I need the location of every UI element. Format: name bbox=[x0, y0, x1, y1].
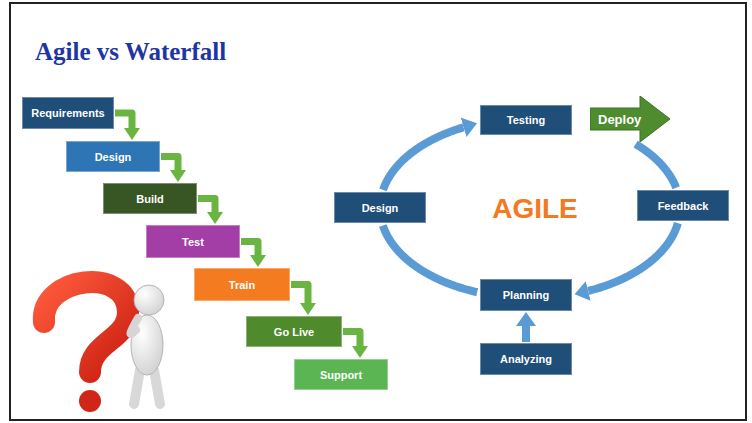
waterfall-arrow bbox=[198, 199, 215, 213]
figure-arm bbox=[130, 318, 138, 334]
waterfall-step: Requirements bbox=[22, 97, 114, 129]
node-text: Go Live bbox=[274, 326, 314, 338]
waterfall-step: Design bbox=[66, 141, 160, 172]
node-text: Deploy bbox=[598, 112, 641, 127]
diagram-title: Agile vs Waterfall bbox=[35, 38, 226, 66]
cycle-arrow bbox=[522, 326, 530, 342]
node-text: Test bbox=[182, 236, 204, 248]
figure-body bbox=[131, 315, 163, 375]
waterfall-step: Support bbox=[294, 359, 388, 390]
agile-step: Design bbox=[334, 192, 426, 223]
frame-border bbox=[10, 3, 746, 420]
waterfall-step: Go Live bbox=[246, 316, 342, 347]
center-label: AGILE bbox=[492, 193, 578, 225]
node-text: Planning bbox=[503, 289, 549, 301]
deploy-arrow: Deploy bbox=[590, 96, 670, 142]
node-text: Testing bbox=[507, 114, 545, 126]
question-mark bbox=[44, 282, 128, 372]
waterfall-arrow bbox=[115, 113, 132, 128]
deploy-arrow-body bbox=[590, 96, 670, 142]
thinking-figure bbox=[130, 285, 164, 404]
figure-leg bbox=[154, 370, 160, 404]
figure-leg bbox=[134, 370, 140, 404]
agile-step: Feedback bbox=[637, 190, 729, 221]
cycle-arrow bbox=[383, 127, 464, 190]
node-text: Feedback bbox=[658, 200, 709, 212]
waterfall-step: Train bbox=[194, 268, 290, 301]
waterfall-arrow bbox=[343, 332, 360, 347]
question-mark-dot bbox=[79, 390, 101, 412]
node-text: Support bbox=[320, 369, 362, 381]
node-text: Design bbox=[362, 202, 399, 214]
node-text: Requirements bbox=[31, 107, 104, 119]
figure-head bbox=[134, 285, 164, 315]
waterfall-step: Build bbox=[103, 183, 197, 214]
agile-step: Testing bbox=[480, 105, 572, 135]
agile-step: Analyzing bbox=[480, 343, 572, 375]
cycle-arrow bbox=[383, 226, 477, 293]
node-text: Analyzing bbox=[500, 353, 552, 365]
node-text: Design bbox=[95, 151, 132, 163]
cycle-arrow bbox=[588, 223, 678, 291]
node-text: Train bbox=[229, 279, 255, 291]
waterfall-arrow bbox=[161, 157, 178, 171]
cycle-arrow bbox=[636, 144, 677, 188]
waterfall-arrow bbox=[241, 242, 258, 256]
waterfall-step: Test bbox=[146, 225, 240, 258]
waterfall-arrow bbox=[291, 285, 308, 304]
agile-step: Planning bbox=[480, 279, 572, 311]
node-text: Build bbox=[136, 193, 164, 205]
